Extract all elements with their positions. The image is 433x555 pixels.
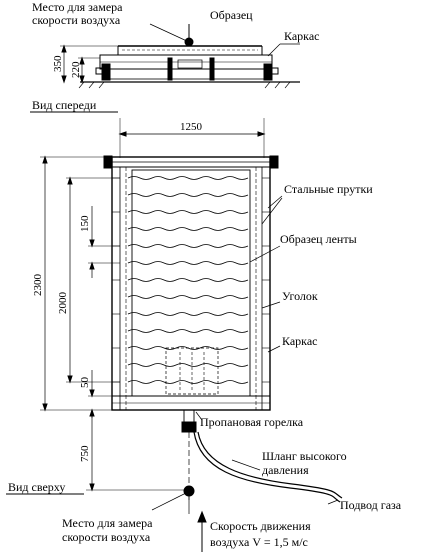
propane-burner-label: Пропановая горелка bbox=[200, 415, 304, 429]
hose-label-1: Шланг высокого bbox=[262, 449, 347, 463]
steel-rods-label: Стальные прутки bbox=[284, 182, 373, 196]
hose-label-2: давления bbox=[262, 463, 309, 477]
top-air-measure-label-2: скорости воздуха bbox=[62, 530, 151, 544]
tape-sample-label: Образец ленты bbox=[280, 232, 357, 246]
front-sample-label: Образец bbox=[210, 8, 253, 22]
frame-label: Каркас bbox=[282, 334, 317, 348]
front-view-title: Вид спереди bbox=[32, 98, 97, 112]
front-frame-label: Каркас bbox=[284, 29, 319, 43]
dim-150: 150 bbox=[79, 215, 91, 232]
top-air-measure-label-1: Место для замера bbox=[62, 516, 153, 530]
gas-supply-label: Подвод газа bbox=[340, 498, 402, 512]
dim-1250: 1250 bbox=[180, 121, 203, 133]
steel-rods bbox=[127, 176, 249, 384]
dim-50: 50 bbox=[79, 377, 91, 389]
air-measure-point-top bbox=[183, 485, 195, 497]
top-view bbox=[6, 118, 343, 552]
front-view bbox=[60, 23, 300, 89]
air-speed-label-1: Скорость движения bbox=[210, 519, 311, 533]
dim-750: 750 bbox=[79, 445, 91, 462]
front-dim-350: 350 bbox=[52, 55, 64, 72]
front-air-measure-label-1: Место для замера bbox=[32, 0, 123, 14]
dim-2300: 2300 bbox=[32, 274, 44, 297]
top-view-title: Вид сверху bbox=[8, 480, 65, 494]
air-speed-label-2: воздуха V = 1,5 м/с bbox=[210, 535, 308, 549]
front-dim-220: 220 bbox=[70, 61, 82, 78]
dim-2000: 2000 bbox=[57, 292, 69, 315]
front-air-measure-label-2: скорости воздуха bbox=[32, 13, 121, 27]
angle-label: Уголок bbox=[282, 289, 318, 303]
